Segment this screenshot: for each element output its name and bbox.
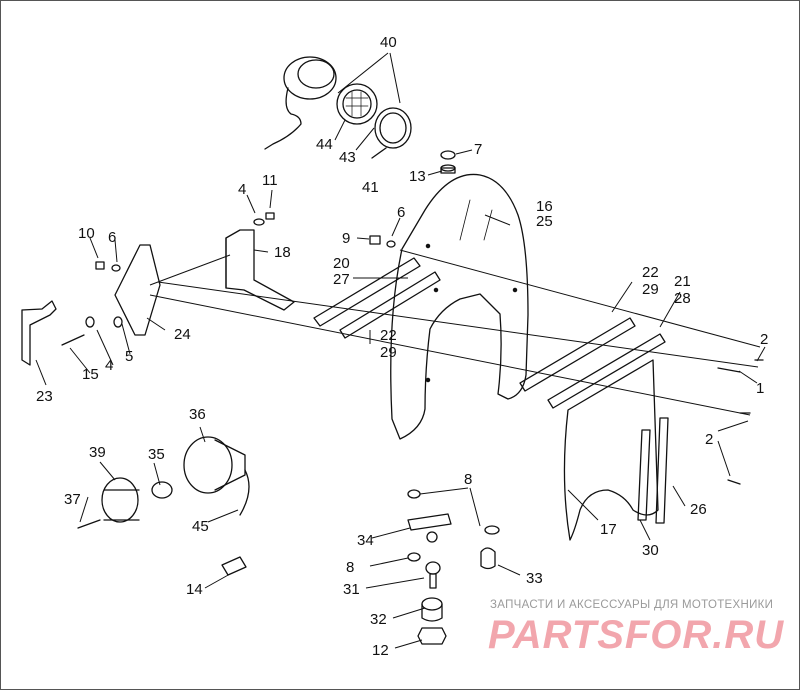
callout-33: 33: [526, 570, 543, 587]
callout-45: 45: [192, 518, 209, 535]
callout-29b: 29: [642, 281, 659, 298]
callout-39: 39: [89, 444, 106, 461]
assembly-lines: [149, 249, 761, 416]
headlamp-assembly: [264, 56, 412, 159]
callout-8b: 8: [346, 559, 354, 576]
passing-lamp: [77, 436, 250, 529]
callout-41: 41: [362, 179, 379, 196]
callout-44: 44: [316, 136, 333, 153]
callout-22: 22: [380, 327, 397, 344]
callout-43: 43: [339, 149, 356, 166]
callout-30: 30: [642, 542, 659, 559]
callout-27: 27: [333, 271, 350, 288]
callout-24: 24: [174, 326, 191, 343]
callout-36: 36: [189, 406, 206, 423]
callout-9: 9: [342, 230, 350, 247]
small-hardware: [95, 150, 456, 272]
callout-15: 15: [82, 366, 99, 383]
windshield: [390, 173, 529, 440]
lower-hardware: [221, 489, 500, 645]
callout-29: 29: [380, 344, 397, 361]
lower-deflector: [563, 359, 659, 541]
bolts: [61, 316, 764, 485]
side-brackets: [637, 417, 669, 524]
mount-brackets: [21, 229, 295, 366]
leader-lines: [35, 52, 766, 649]
callout-25: 25: [536, 213, 553, 230]
callout-18: 18: [274, 244, 291, 261]
callout-8: 8: [464, 471, 472, 488]
callout-28: 28: [674, 290, 691, 307]
callout-14: 14: [186, 581, 203, 598]
callout-6b: 6: [108, 229, 116, 246]
callout-40: 40: [380, 34, 397, 51]
callout-35: 35: [148, 446, 165, 463]
callout-37: 37: [64, 491, 81, 508]
callout-12: 12: [372, 642, 389, 659]
callout-4b: 4: [105, 357, 113, 374]
callout-4: 4: [238, 181, 246, 198]
callout-1: 1: [756, 380, 764, 397]
callout-16: 16: [536, 198, 553, 215]
callout-21: 21: [674, 273, 691, 290]
callout-32: 32: [370, 611, 387, 628]
callout-7: 7: [474, 141, 482, 158]
callout-23: 23: [36, 388, 53, 405]
callout-17: 17: [600, 521, 617, 538]
callout-20: 20: [333, 255, 350, 272]
watermark: ЗАПЧАСТИ И АКСЕССУАРЫ ДЛЯ МОТОТЕХНИКИ PA…: [488, 599, 784, 657]
callout-2: 2: [760, 331, 768, 348]
callout-31: 31: [343, 581, 360, 598]
watermark-caption: ЗАПЧАСТИ И АКСЕССУАРЫ ДЛЯ МОТОТЕХНИКИ: [490, 599, 773, 611]
callout-11: 11: [262, 172, 278, 189]
callout-6: 6: [397, 204, 405, 221]
callout-22b: 22: [642, 264, 659, 281]
callout-26: 26: [690, 501, 707, 518]
callout-2b: 2: [705, 431, 713, 448]
callout-34: 34: [357, 532, 374, 549]
callout-10: 10: [78, 225, 95, 242]
callout-13: 13: [409, 168, 426, 185]
callout-5: 5: [125, 348, 133, 365]
watermark-logo: PARTSFOR.RU: [488, 613, 784, 657]
callout-labels: 40 44 43 41 7 13 16 25 4 11 18 9 6 10 6 …: [36, 34, 768, 659]
mounting-straps: [313, 257, 666, 409]
